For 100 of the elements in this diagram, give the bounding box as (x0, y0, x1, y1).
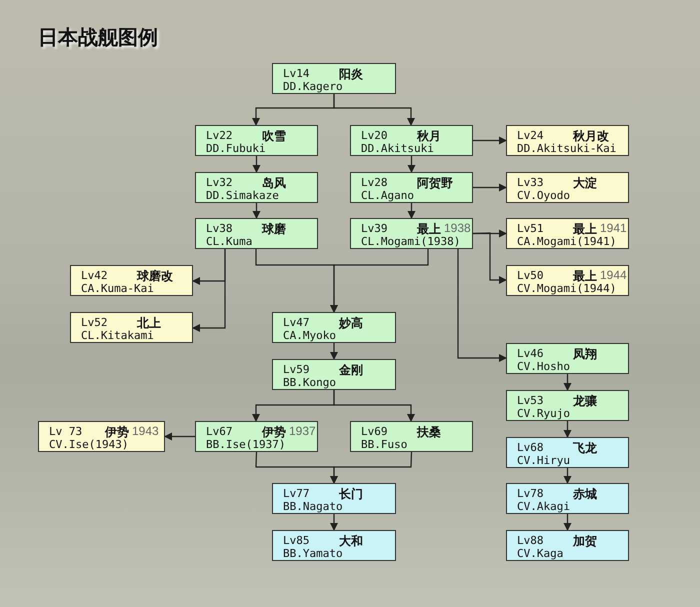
class-label: CL.Mogami(1938) (361, 235, 460, 248)
ship-box (195, 421, 318, 452)
ship-box (350, 421, 473, 452)
ship-box (350, 172, 473, 203)
class-label: CL.Kitakami (81, 329, 154, 342)
class-label: DD.Kagero (283, 80, 343, 93)
class-label: BB.Yamato (283, 547, 343, 560)
connector-arrow (473, 136, 507, 144)
connector-arrow (564, 514, 572, 531)
title: 日本战舰图例 (38, 24, 158, 51)
level-label: Lv14 (283, 67, 310, 80)
level-label: Lv22 (206, 129, 232, 142)
level-label: Lv28 (361, 176, 388, 189)
ship-box (272, 359, 396, 390)
ship-name: 龙骧 (573, 393, 597, 410)
ship-box (195, 172, 318, 203)
level-label: Lv24 (517, 129, 544, 142)
connector-arrow (192, 249, 226, 332)
ship-box (506, 483, 629, 514)
level-label: Lv68 (517, 441, 544, 454)
ship-name: 阿贺野 (417, 175, 453, 192)
connector-arrow (408, 156, 416, 173)
connector-arrow (164, 432, 195, 440)
connector-arrow (330, 514, 338, 531)
ship-box (350, 218, 473, 249)
class-label: CA.Myoko (283, 329, 336, 342)
level-label: Lv32 (206, 176, 232, 189)
class-label: CV.Akagi (517, 500, 570, 513)
year-label: 1944 (600, 268, 627, 282)
ship-box (506, 530, 629, 561)
level-label: Lv42 (81, 269, 108, 282)
class-label: CL.Agano (361, 189, 414, 202)
ship-name: 伊势 (105, 424, 129, 440)
ship-box (506, 265, 629, 296)
class-label: CV.Hosho (517, 360, 570, 373)
ship-name: 最上 (573, 221, 597, 236)
class-label: CV.Mogami(1944) (517, 282, 616, 295)
level-label: Lv46 (517, 347, 544, 360)
connector-arrow (330, 249, 429, 313)
class-label: DD.Fubuki (206, 142, 266, 155)
year-label: 1937 (289, 424, 316, 438)
ship-name: 吹雪 (262, 128, 286, 144)
ship-box (272, 530, 396, 561)
ship-box (272, 483, 396, 514)
ship-box (70, 265, 193, 296)
ship-box (506, 390, 629, 421)
class-label: CV.Oyodo (517, 189, 570, 202)
class-label: CV.Ise(1943) (49, 438, 128, 451)
connector-arrow (330, 452, 412, 484)
connector-arrow (564, 374, 572, 391)
class-label: DD.Akitsuki (361, 142, 434, 155)
level-label: Lv78 (517, 487, 544, 500)
year-label: 1938 (444, 221, 471, 235)
level-label: Lv67 (206, 425, 232, 438)
year-label: 1943 (132, 424, 159, 438)
level-label: Lv69 (361, 425, 388, 438)
connector-arrow (564, 468, 572, 484)
class-label: CA.Kuma-Kai (81, 282, 154, 295)
level-label: Lv39 (361, 222, 388, 235)
level-label: Lv20 (361, 129, 388, 142)
ship-box (272, 312, 396, 343)
ship-box (350, 125, 473, 156)
level-label: Lv 73 (49, 425, 82, 438)
class-label: DD.Simakaze (206, 189, 279, 202)
class-label: BB.Ise(1937) (206, 438, 286, 451)
ship-name: 妙高 (339, 315, 363, 332)
connector-arrow (457, 249, 507, 362)
ship-name: 伊势 (262, 424, 286, 440)
class-label: CV.Ryujo (517, 407, 570, 420)
ship-name: 扶桑 (417, 424, 441, 441)
connector-arrow (408, 203, 416, 219)
ship-box (195, 218, 318, 249)
connector-arrow (333, 390, 415, 422)
ship-name: 球磨改 (137, 268, 173, 284)
connector-arrow (473, 184, 507, 192)
connector-arrow (333, 94, 415, 126)
year-label: 1941 (600, 221, 627, 235)
connector-arrow (472, 232, 507, 284)
ship-box (506, 343, 629, 374)
class-label: CL.Kuma (206, 235, 252, 248)
ship-name: 飞龙 (573, 440, 597, 457)
class-label: BB.Nagato (283, 500, 343, 513)
level-label: Lv47 (283, 316, 310, 329)
class-label: DD.Akitsuki-Kai (517, 142, 616, 155)
ship-box (506, 218, 629, 249)
level-label: Lv52 (81, 316, 108, 329)
level-label: Lv51 (517, 222, 544, 235)
class-label: CV.Hiryu (517, 454, 570, 467)
class-label: CV.Kaga (517, 547, 564, 560)
ship-box (272, 63, 396, 94)
ship-name: 秋月改 (573, 128, 609, 144)
ship-box (506, 172, 629, 203)
level-label: Lv38 (206, 222, 232, 235)
ship-box (70, 312, 193, 343)
level-label: Lv33 (517, 176, 544, 189)
level-label: Lv77 (283, 487, 310, 500)
level-label: Lv85 (283, 534, 310, 547)
ship-name: 秋月 (417, 128, 441, 144)
ship-name: 大和 (339, 533, 363, 549)
level-label: Lv50 (517, 269, 544, 282)
